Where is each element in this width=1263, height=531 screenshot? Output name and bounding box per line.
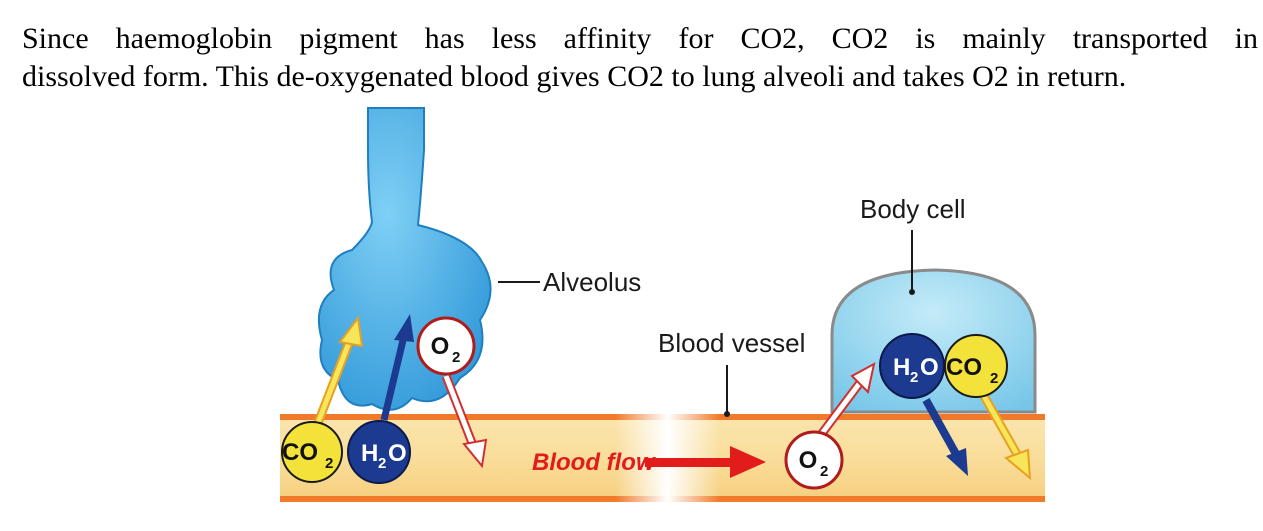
caption-line-2: dissolved form. This de-oxygenated blood…: [22, 60, 1127, 93]
svg-text:O: O: [920, 354, 939, 381]
co2-molecule-cell: CO 2: [944, 334, 1008, 398]
arrow-co2-to-alveolus: [311, 315, 364, 430]
blood-flow-arrow: [645, 446, 766, 478]
co2-molecule-vessel: CO 2: [281, 421, 343, 483]
svg-text:CO: CO: [946, 354, 982, 381]
arrow-o2-to-blood: [441, 374, 488, 469]
h2o-molecule-cell: H 2 O: [879, 333, 945, 399]
blood-vessel-leader-dot: [724, 411, 730, 417]
svg-text:CO: CO: [282, 439, 318, 466]
blood-flow-label: Blood flow: [532, 449, 656, 476]
svg-text:H: H: [893, 354, 910, 381]
caption-paragraph: Since haemoglobin pigment has less affin…: [22, 20, 1258, 96]
arrow-h2o-to-blood: [922, 398, 968, 476]
caption-line-1: Since haemoglobin pigment has less affin…: [22, 22, 1258, 55]
blood-vessel-label: Blood vessel: [658, 328, 805, 358]
svg-text:O: O: [431, 333, 450, 360]
arrow-o2-to-cell: [816, 362, 876, 439]
svg-text:2: 2: [378, 455, 386, 472]
svg-text:2: 2: [452, 349, 460, 366]
o2-molecule-vessel: O 2: [784, 430, 844, 490]
svg-text:2: 2: [990, 370, 998, 387]
svg-text:O: O: [388, 440, 407, 467]
svg-text:2: 2: [820, 463, 828, 480]
o2-molecule-alveolus: O 2: [416, 316, 476, 376]
arrow-h2o-to-alveolus: [380, 314, 414, 421]
svg-text:O: O: [799, 447, 818, 474]
h2o-molecule-vessel: H 2 O: [347, 420, 411, 484]
svg-text:H: H: [361, 440, 378, 467]
alveolus-label: Alveolus: [543, 267, 641, 297]
arrow-co2-to-blood: [980, 393, 1032, 481]
body-cell-leader-dot: [909, 289, 915, 295]
svg-text:2: 2: [325, 455, 333, 472]
svg-text:2: 2: [910, 369, 918, 386]
body-cell-label: Body cell: [860, 194, 966, 224]
